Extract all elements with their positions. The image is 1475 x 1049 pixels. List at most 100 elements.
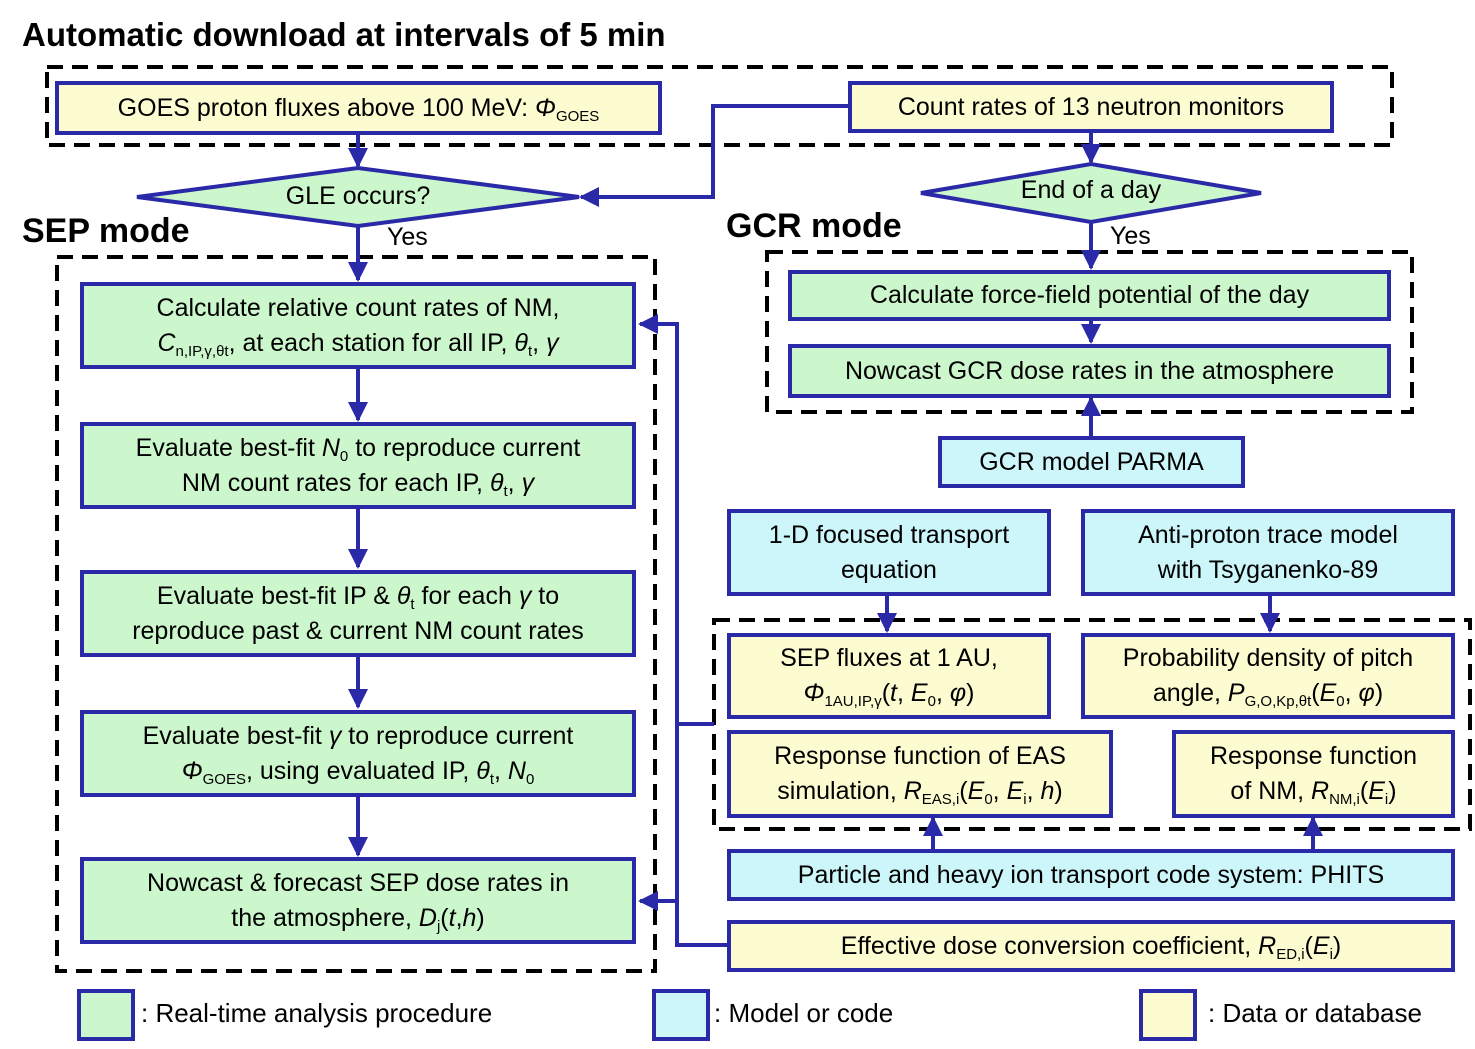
- ed-e-sub: i: [1329, 945, 1333, 963]
- eas-paren-close: ): [1054, 777, 1063, 805]
- nm-count-rates-text: Count rates of 13 neutron monitors: [897, 92, 1285, 121]
- step2-line1a: Evaluate best-fit: [135, 433, 322, 462]
- eas-comma2: ,: [1026, 777, 1041, 805]
- pitch-angle-box: Probability density of pitch angle, PG,O…: [1081, 633, 1455, 719]
- antiproton-line1: Anti-proton trace model: [1138, 520, 1398, 549]
- parma-model-box: GCR model PARMA: [938, 436, 1245, 488]
- step4-n-sub: 0: [525, 770, 535, 788]
- legend-procedure-swatch: [77, 989, 135, 1041]
- end-of-day-decision-diamond: [920, 161, 1262, 225]
- pitch-line1: Probability density of pitch: [1122, 644, 1414, 672]
- step3-line1c: for each: [414, 581, 519, 610]
- pitch-comma: ,: [1344, 679, 1359, 707]
- phits-box: Particle and heavy ion transport code sy…: [727, 849, 1455, 901]
- step5-t: t: [448, 903, 456, 932]
- sep-step-best-fit-gamma: Evaluate best-fit γ to reproduce current…: [80, 710, 636, 797]
- nm-resp-e-sub: i: [1384, 791, 1389, 808]
- eas-r: R: [903, 777, 922, 805]
- step2-theta: θ: [489, 468, 504, 497]
- pitch-line2a: angle,: [1152, 679, 1228, 707]
- step4-theta-sub: t: [489, 770, 494, 788]
- ed-paren: (: [1304, 931, 1313, 960]
- step5-comma: ,: [455, 903, 463, 932]
- effective-dose-box: Effective dose conversion coefficient, R…: [727, 920, 1455, 972]
- step3-line1e: to: [531, 581, 560, 610]
- eas-paren: (: [959, 777, 968, 805]
- step5-paren-open: (: [440, 903, 449, 932]
- step1-line1: Calculate relative count rates of NM,: [156, 293, 560, 322]
- sep-step-relative-count-rates: Calculate relative count rates of NM, Cn…: [80, 282, 636, 369]
- sep-flux-sub: 1AU,IP,γ: [824, 693, 882, 710]
- nm-resp-paren-close: ): [1388, 777, 1397, 805]
- eas-response-box: Response function of EAS simulation, REA…: [727, 730, 1113, 818]
- gcr-nowcast-text: Nowcast GCR dose rates in the atmosphere: [844, 356, 1335, 385]
- ed-r: R: [1258, 931, 1277, 960]
- sep-flux-box: SEP fluxes at 1 AU, Φ1AU,IP,γ(t, E0, φ): [727, 633, 1051, 719]
- step3-gamma: γ: [518, 581, 532, 610]
- step2-n-sub: 0: [339, 447, 349, 465]
- step1-gamma: γ: [546, 328, 559, 357]
- step4-line2b: , using evaluated IP,: [245, 756, 477, 785]
- gcr-force-field-box: Calculate force-field potential of the d…: [788, 270, 1391, 321]
- nm-resp-r: R: [1311, 777, 1330, 805]
- sep-flux-paren-close: ): [966, 679, 975, 707]
- nm-resp-paren: (: [1359, 777, 1369, 805]
- step4-phi: Φ: [181, 756, 203, 785]
- sep-flux-t: t: [890, 679, 897, 707]
- sep-flux-varphi: φ: [949, 679, 967, 707]
- step5-h: h: [462, 903, 477, 932]
- step5-d-symbol: D: [418, 903, 437, 932]
- step1-theta-sub: t: [527, 342, 533, 360]
- parma-model-text: GCR model PARMA: [979, 447, 1204, 476]
- step2-line2a: NM count rates for each IP,: [181, 468, 490, 497]
- step4-gamma: γ: [328, 721, 342, 750]
- transport-line1: 1-D focused transport: [768, 520, 1010, 549]
- pitch-varphi: φ: [1358, 679, 1375, 707]
- nm-count-rates-box: Count rates of 13 neutron monitors: [848, 81, 1334, 133]
- step1-theta: θ: [514, 328, 528, 357]
- download-heading: Automatic download at intervals of 5 min: [22, 16, 666, 53]
- step2-comma: ,: [507, 468, 522, 497]
- gle-decision-label: GLE occurs?: [285, 182, 431, 210]
- antiproton-model-box: Anti-proton trace model with Tsyganenko-…: [1081, 509, 1455, 596]
- phi-symbol: Φ: [535, 93, 556, 122]
- transport-line2: equation: [841, 555, 937, 584]
- end-of-day-yes-label: Yes: [1110, 222, 1151, 250]
- end-of-day-label: End of a day: [1020, 176, 1162, 204]
- sep-step-best-fit-ip-theta: Evaluate best-fit IP & θt for each γ to …: [80, 570, 636, 657]
- step2-line1c: to reproduce current: [348, 433, 581, 462]
- eas-r-sub: EAS,i: [921, 791, 960, 808]
- step1-comma: ,: [532, 328, 547, 357]
- step1-c-subscript: n,IP,γ,θt: [175, 342, 229, 360]
- legend-data-swatch: [1139, 989, 1197, 1041]
- goes-flux-text: GOES proton fluxes above 100 MeV:: [117, 93, 536, 122]
- antiproton-line2: with Tsyganenko-89: [1157, 555, 1379, 584]
- step3-line2: reproduce past & current NM count rates: [132, 616, 584, 645]
- eas-line2a: simulation,: [777, 777, 904, 805]
- step2-theta-sub: t: [503, 482, 508, 500]
- step1-line2-text: , at each station for all IP,: [228, 328, 515, 357]
- gle-yes-label: Yes: [387, 223, 428, 251]
- step5-paren-close: ): [476, 903, 485, 932]
- gcr-nowcast-box: Nowcast GCR dose rates in the atmosphere: [788, 344, 1391, 398]
- goes-flux-box: GOES proton fluxes above 100 MeV: ΦGOES: [55, 81, 662, 135]
- step4-theta: θ: [476, 756, 490, 785]
- sep-step-best-fit-n0: Evaluate best-fit N0 to reproduce curren…: [80, 422, 636, 509]
- download-group-frame: [45, 65, 1394, 147]
- eas-e0-sub: 0: [984, 791, 993, 808]
- step4-n-symbol: N: [507, 756, 526, 785]
- sep-flux-e: E: [910, 679, 928, 707]
- step1-c-symbol: C: [157, 328, 176, 357]
- ed-e: E: [1312, 931, 1330, 960]
- step5-d-sub: j: [436, 917, 441, 935]
- pitch-p-sub: G,O,Kp,θt: [1244, 693, 1312, 710]
- ed-r-sub: ED,i: [1276, 945, 1305, 963]
- eas-comma1: ,: [992, 777, 1007, 805]
- pitch-e: E: [1319, 679, 1337, 707]
- step4-line1c: to reproduce current: [341, 721, 574, 750]
- sep-step-nowcast-forecast: Nowcast & forecast SEP dose rates in the…: [80, 857, 636, 944]
- gcr-mode-heading: GCR mode: [726, 207, 902, 245]
- step4-comma: ,: [493, 756, 508, 785]
- legend-data-label: : Data or database: [1208, 998, 1422, 1028]
